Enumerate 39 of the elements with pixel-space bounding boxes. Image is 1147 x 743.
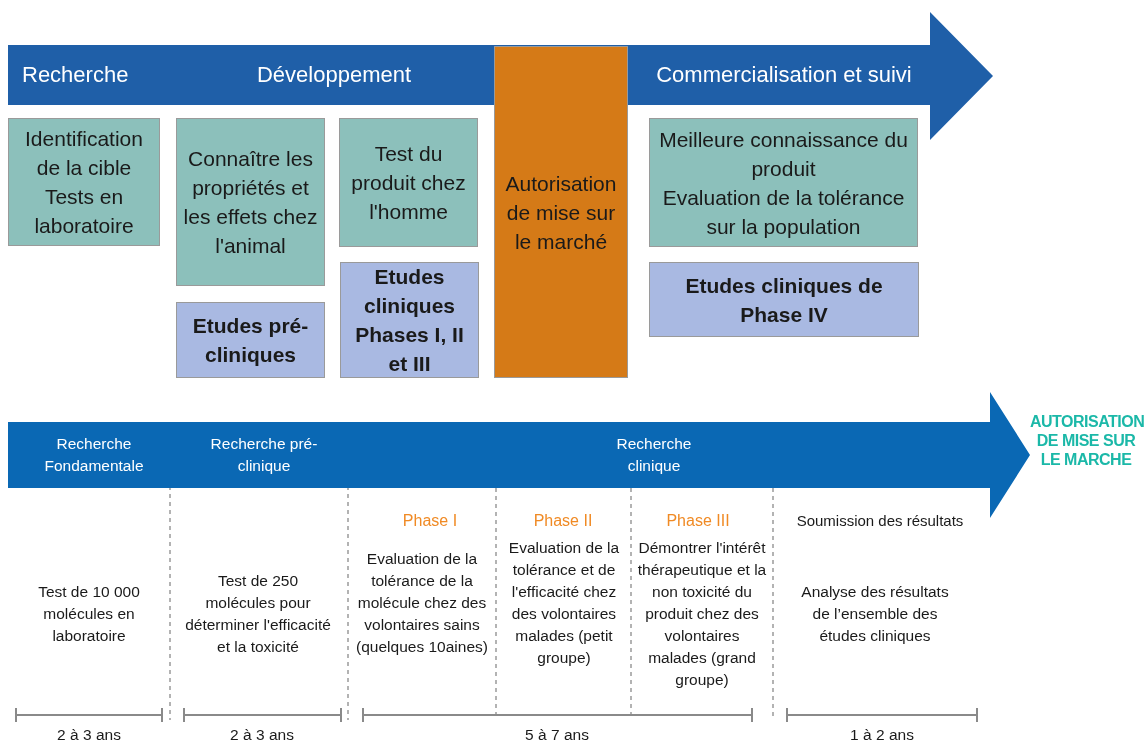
step-text: Démontrer l'intérêt thérapeutique et la non toxicité du produit chez des volontaires malades (grand groupe) <box>636 538 768 690</box>
band-label: Recherche Fondamentale <box>43 434 145 476</box>
milestone-box <box>494 46 628 378</box>
step-text: Evaluation de la tolérance et de l'efficacité chez des volontaires malades (petit groupe) <box>507 538 621 668</box>
box-text: Meilleure connaissance du produit <box>658 126 909 182</box>
box-text: Evaluation de la tolérance sur la population <box>661 184 906 240</box>
duration-label: 2 à 3 ans <box>56 725 122 743</box>
box-text: Identification de la cible <box>24 126 144 181</box>
duration-label: 2 à 3 ans <box>229 725 295 743</box>
box-text: Test du produit chez l'homme <box>350 141 467 225</box>
phase-title: Phase II <box>532 511 594 531</box>
band-label: Recherche pré-clinique <box>209 434 319 476</box>
band-label: Commercialisation et suivi <box>655 60 913 89</box>
duration-label: 1 à 2 ans <box>849 725 915 743</box>
box-text: Etudes pré-cliniques <box>191 313 310 368</box>
box-text: Connaître les propriétés et les effets chez l'animal <box>182 146 319 259</box>
phase-title: Phase I <box>401 511 459 531</box>
box-text: Etudes cliniques Phases I, II et III <box>354 264 465 377</box>
phase-title: Phase III <box>665 511 731 531</box>
step-text: Evaluation de la tolérance de la molécule chez des volontaires sains (quelques 10aines) <box>355 549 489 657</box>
step-text: Soumission des résultats <box>795 511 965 531</box>
process-box <box>176 118 325 286</box>
band-label: Recherche <box>22 60 130 89</box>
band-label: Recherche clinique <box>615 434 693 476</box>
milestone-label: AUTORISATION DE MISE SUR LE MARCHE <box>1030 412 1142 469</box>
step-text: Analyse des résultats de l’ensemble des études cliniques <box>800 582 950 646</box>
step-text: Test de 250 molécules pour déterminer l'efficacité et la toxicité <box>184 571 332 657</box>
step-text: Test de 10 000 molécules en laboratoire <box>37 582 141 646</box>
box-text: Tests en laboratoire <box>33 184 135 239</box>
duration-label: 5 à 7 ans <box>524 725 590 743</box>
box-text: Etudes cliniques de Phase IV <box>684 272 884 328</box>
study-box <box>176 302 325 378</box>
process-box <box>339 118 478 247</box>
box-text: Autorisation de mise sur le marché <box>505 170 617 255</box>
process-box <box>649 118 918 247</box>
band-label: Développement <box>255 60 413 89</box>
process-box <box>8 118 160 246</box>
study-box <box>340 262 479 378</box>
study-box <box>649 262 919 337</box>
